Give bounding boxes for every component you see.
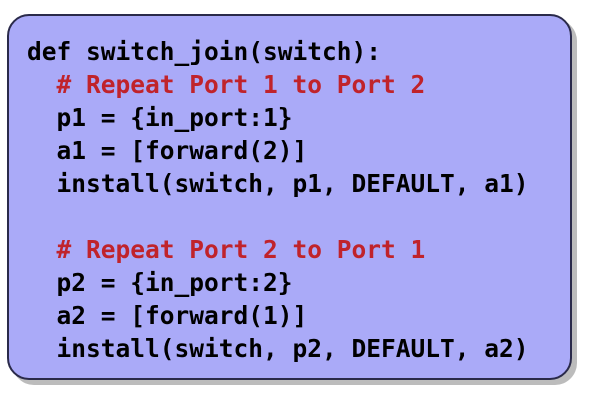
- code-line-def: def switch_join(switch):: [27, 37, 382, 66]
- code-line-install-2: install(switch, p2, DEFAULT, a2): [27, 334, 529, 363]
- code-line-a2: a2 = [forward(1)]: [27, 301, 308, 330]
- code-line-comment-2: # Repeat Port 2 to Port 1: [27, 235, 426, 264]
- code-line-a1: a1 = [forward(2)]: [27, 136, 308, 165]
- code-line-comment-1: # Repeat Port 1 to Port 2: [27, 70, 426, 99]
- code-line-p2: p2 = {in_port:2}: [27, 268, 293, 297]
- code-line-p1: p1 = {in_port:1}: [27, 103, 293, 132]
- code-panel: def switch_join(switch): # Repeat Port 1…: [7, 14, 572, 380]
- code-line-install-1: install(switch, p1, DEFAULT, a1): [27, 169, 529, 198]
